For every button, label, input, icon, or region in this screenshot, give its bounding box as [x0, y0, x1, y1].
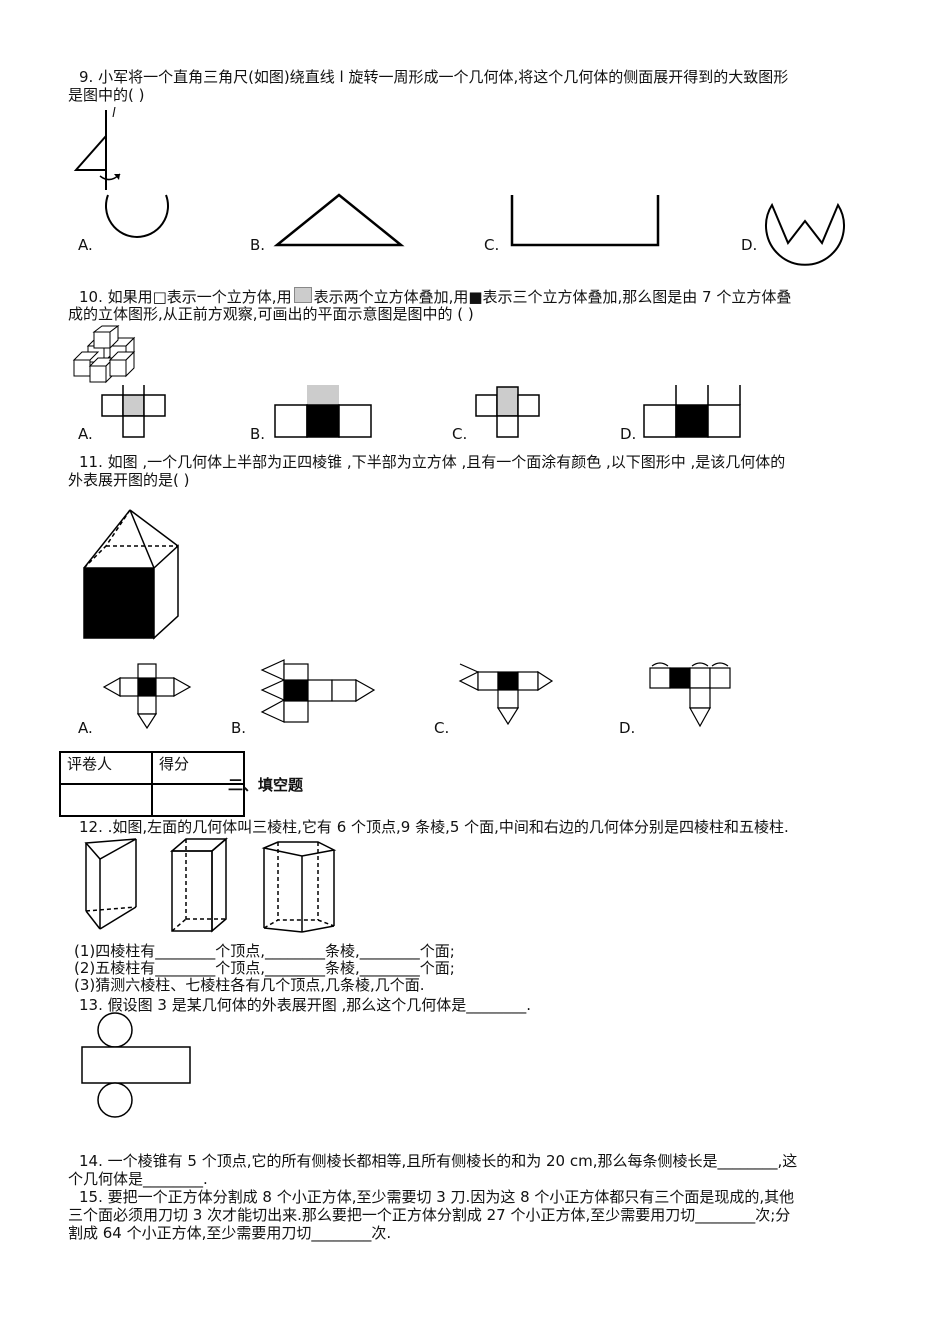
q11-pyramid-cube-figure	[83, 509, 179, 640]
q10-option-d-label: D.	[620, 425, 637, 443]
q9-option-a-label: A.	[78, 236, 93, 254]
q9-option-b-triangle	[273, 193, 405, 247]
q14-text-line1: 14. 一个棱锥有 5 个顶点,它的所有侧棱长都相等,且所有侧棱长的和为 20 …	[79, 1152, 798, 1170]
q10-text-line1-part-a: 10. 如果用□表示一个立方体,用	[79, 288, 292, 306]
q9-option-a-arc	[105, 194, 169, 238]
q9-triangle-figure	[73, 110, 121, 190]
q9-option-c-label: C.	[484, 236, 500, 254]
q12-pentagonal-prism	[261, 841, 337, 933]
q10-option-b-label: B.	[250, 425, 266, 443]
q10-option-c-view	[475, 386, 540, 438]
q10-stacked-cubes-figure	[72, 325, 136, 384]
q11-option-a-label: A.	[78, 719, 93, 737]
q9-axis-label: l	[112, 106, 116, 121]
score-table: 评卷人 得分	[59, 751, 245, 817]
q12-sub2: (2)五棱柱有________个顶点,________条棱,________个面…	[74, 959, 455, 977]
q10-text-line1-part-b: 表示两个立方体叠加,用■表示三个立方体叠加,那么图是由 7 个立方体叠	[313, 288, 792, 306]
q13-text-line1: 13. 假设图 3 是某几何体的外表展开图 ,那么这个几何体是________.	[79, 996, 532, 1014]
q12-quadrangular-prism	[169, 837, 229, 933]
q9-option-c-open-rect	[510, 195, 660, 247]
q11-option-d-label: D.	[619, 719, 636, 737]
section-title: 二、填空题	[228, 776, 304, 794]
q9-text-line2: 是图中的( )	[68, 86, 145, 104]
score-table-score-cell	[151, 783, 245, 817]
q10-option-a-view	[101, 385, 166, 438]
q9-option-d-label: D.	[741, 236, 758, 254]
q9-option-b-label: B.	[250, 236, 266, 254]
score-table-reviewer-cell	[59, 783, 153, 817]
q11-option-a-net	[102, 663, 192, 730]
q10-option-b-view	[274, 385, 372, 438]
score-table-reviewer-header: 评卷人	[59, 751, 153, 785]
q11-text-line1: 11. 如图 ,一个几何体上半部为正四棱锥 ,下半部为立方体 ,且有一个面涂有颜…	[79, 453, 786, 471]
q11-option-b-net	[260, 659, 376, 723]
q10-text-line2: 成的立体图形,从正前方观察,可画出的平面示意图是图中的 ( )	[68, 305, 474, 323]
q15-text-line2: 三个面必须用刀切 3 次才能切出来.那么要把一个正方体分割成 27 个小正方体,…	[68, 1206, 791, 1224]
q15-text-line1: 15. 要把一个正方体分割成 8 个小正方体,至少需要切 3 刀.因为这 8 个…	[79, 1188, 795, 1206]
q10-option-d-view	[643, 385, 741, 438]
score-table-score-header: 得分	[151, 751, 245, 785]
q15-text-line3: 割成 64 个小正方体,至少需要用刀切________次.	[68, 1224, 392, 1242]
q9-text-line1: 9. 小军将一个直角三角尺(如图)绕直线 l 旋转一周形成一个几何体,将这个几何…	[79, 68, 789, 86]
q14-text-line2: 个几何体是________.	[68, 1170, 208, 1188]
q10-option-a-label: A.	[78, 425, 93, 443]
q10-option-c-label: C.	[452, 425, 468, 443]
q10-text-line1: 10. 如果用□表示一个立方体,用 表示两个立方体叠加,用■表示三个立方体叠加,那…	[79, 287, 791, 306]
q9-option-d-sector	[765, 202, 845, 266]
grey-square-icon	[293, 287, 312, 303]
q11-option-c-label: C.	[434, 719, 450, 737]
q12-sub3: (3)猜测六棱柱、七棱柱各有几个顶点,几条棱,几个面.	[74, 976, 425, 994]
q13-cylinder-net	[81, 1012, 191, 1118]
q12-sub1: (1)四棱柱有________个顶点,________条棱,________个面…	[74, 942, 455, 960]
q12-text-line1: 12. .如图,左面的几何体叫三棱柱,它有 6 个顶点,9 条棱,5 个面,中间…	[79, 818, 789, 836]
q11-option-d-net	[649, 662, 731, 728]
q11-text-line2: 外表展开图的是( )	[68, 471, 190, 489]
q12-triangular-prism	[84, 838, 137, 930]
q11-option-c-net	[458, 663, 554, 726]
q11-option-b-label: B.	[231, 719, 247, 737]
